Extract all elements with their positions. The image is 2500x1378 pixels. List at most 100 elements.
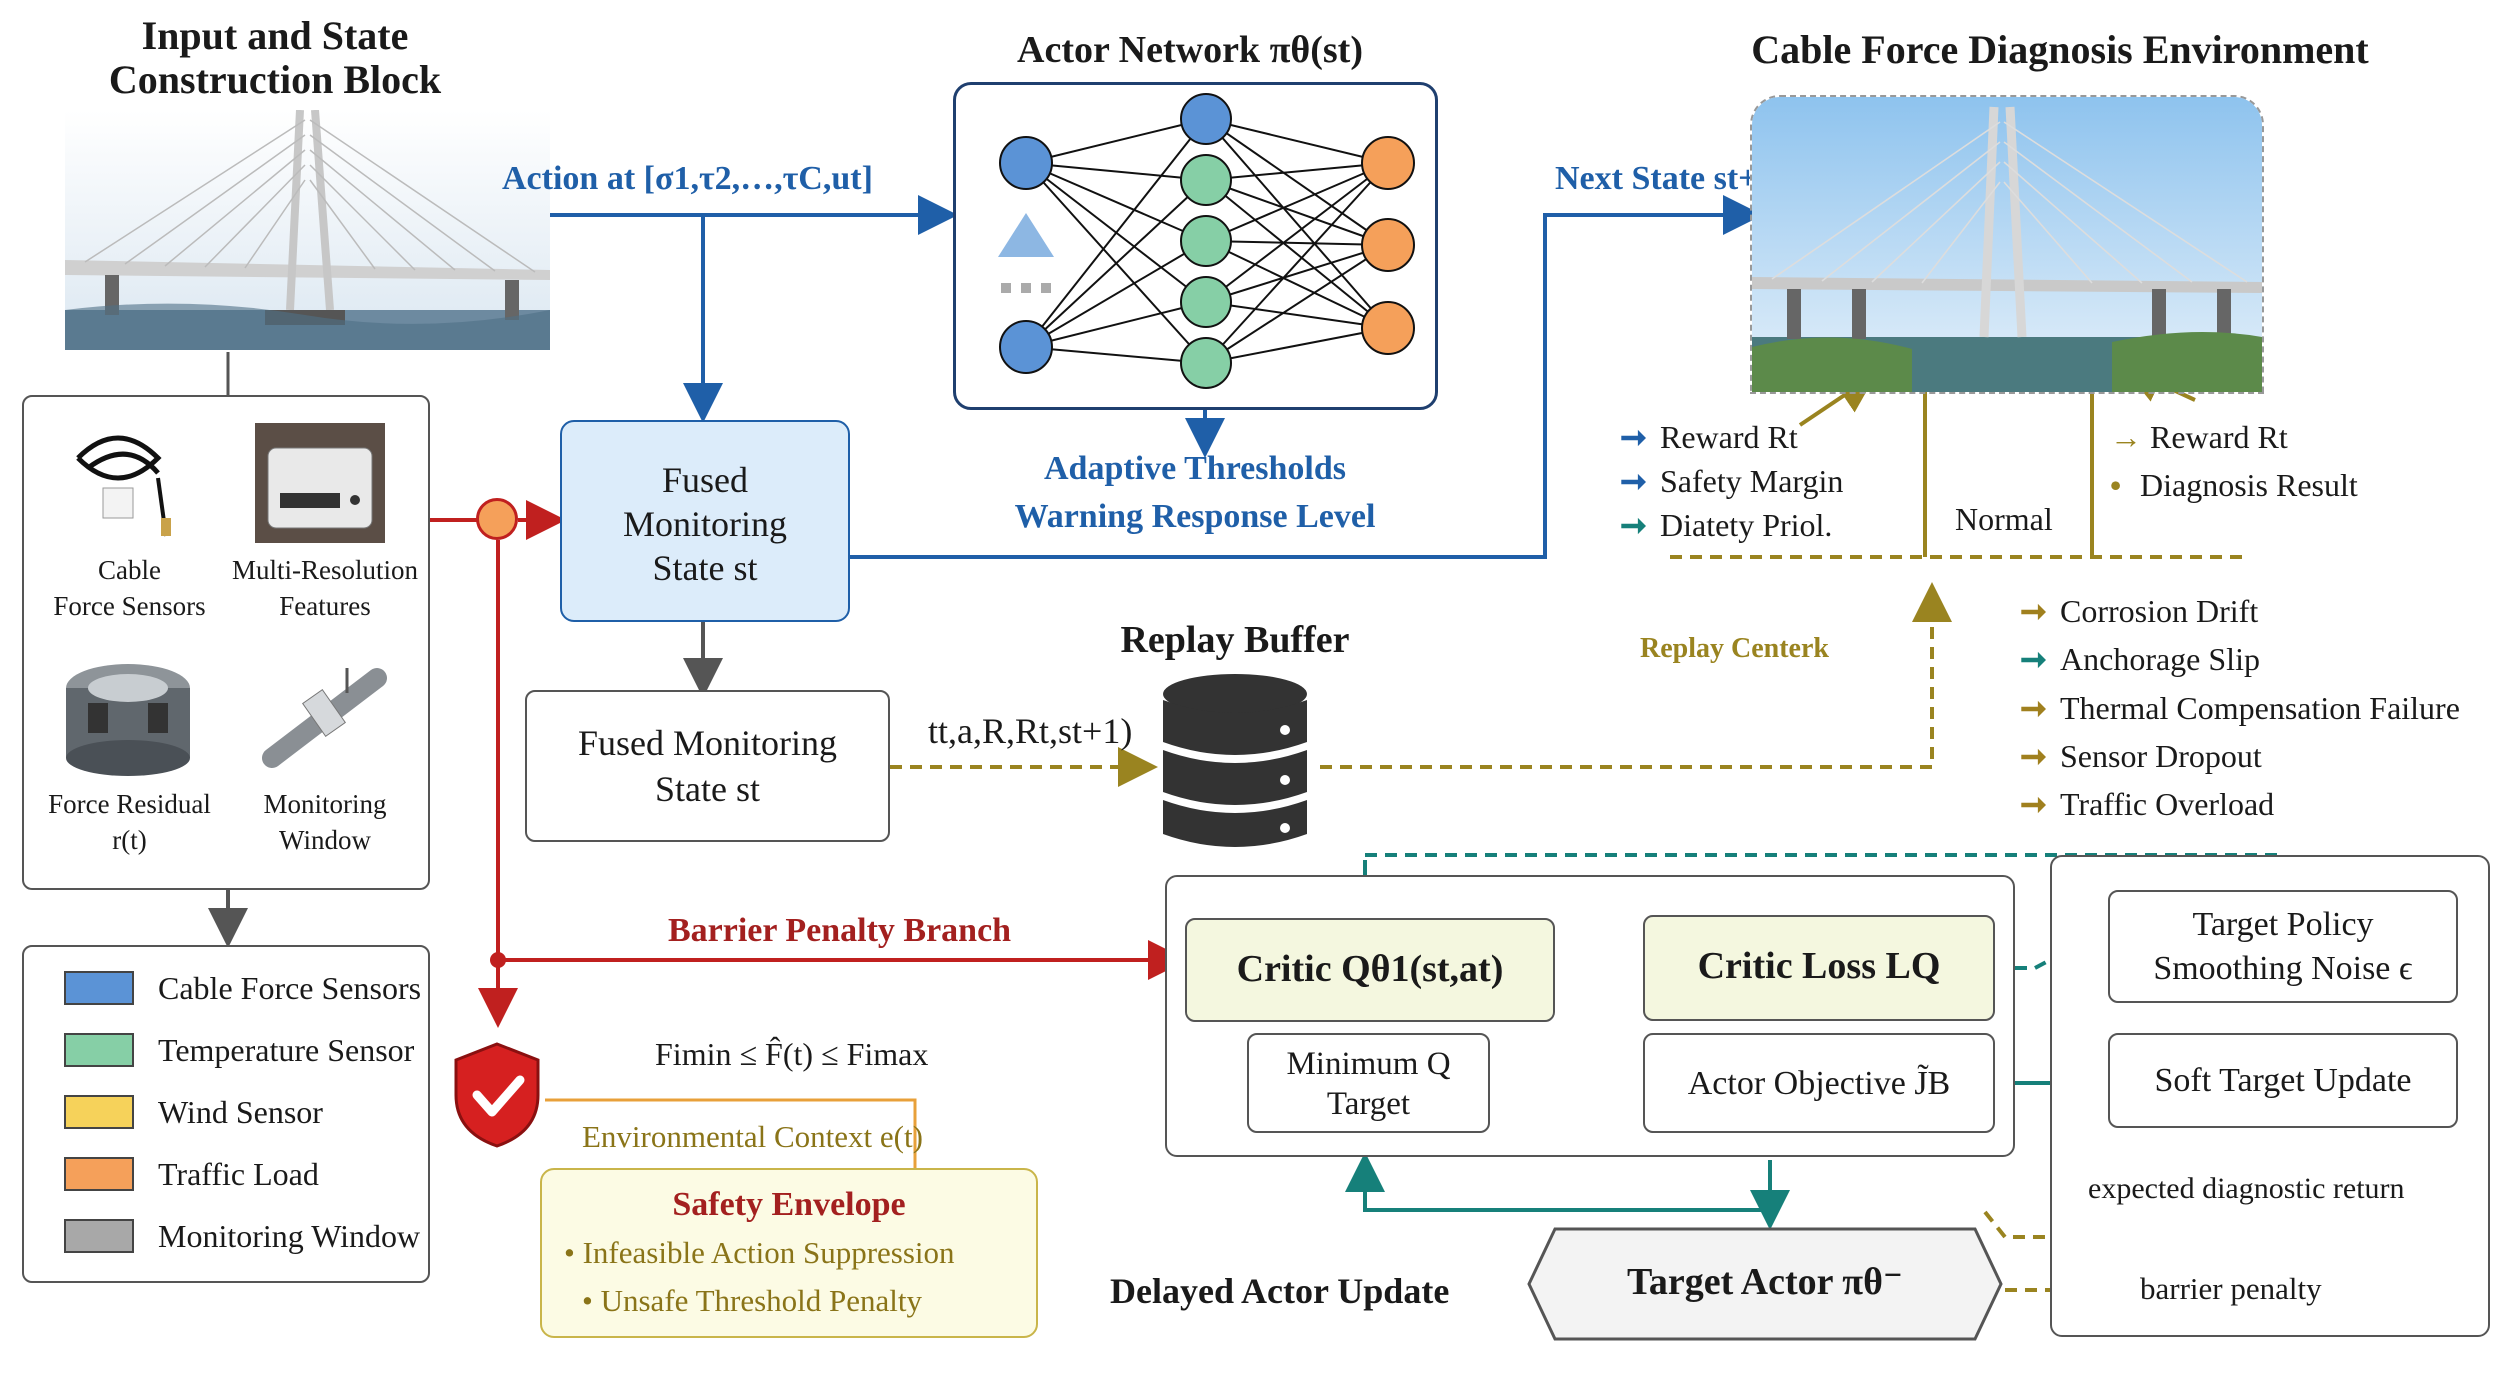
target-actor-shape <box>1527 1227 2003 1341</box>
bullet-icon: • <box>2110 467 2122 503</box>
fault-item: ➞ Traffic Overload <box>2020 785 2274 823</box>
force-residual-device-icon <box>58 648 198 778</box>
legend-label: Wind Sensor <box>158 1094 323 1130</box>
loss-to-noise-arrow <box>1995 932 2110 972</box>
barrier-branch-label: Barrier Penalty Branch <box>668 912 1012 949</box>
arrow-right-icon: ➞ <box>2020 786 2047 822</box>
arrow-right-icon: ➞ <box>1620 463 1647 499</box>
critic-box[interactable]: Critic Qθ1(st,at) <box>1185 918 1555 1022</box>
safety-envelope-item: • Infeasible Action Suppression <box>564 1234 955 1272</box>
bullet-icon: • <box>564 1235 583 1270</box>
actor-network-panel[interactable] <box>953 82 1438 410</box>
reward-left-item: ➞ Reward Rt <box>1620 418 1798 456</box>
reward-left-label: Safety Margin <box>1660 463 1844 499</box>
fused-state-box-2[interactable]: Fused Monitoring State st <box>525 690 890 842</box>
environment-title: Cable Force Diagnosis Environment <box>1751 27 2369 72</box>
safety-envelope-item: • Unsafe Threshold Penalty <box>582 1282 922 1320</box>
cable-force-sensor-icon <box>58 418 198 548</box>
legend-swatch <box>64 1033 134 1067</box>
fault-label: Traffic Overload <box>2060 786 2275 822</box>
min-q-target-label: Minimum Q Target <box>1286 1046 1451 1122</box>
critic-loss-box[interactable]: Critic Loss LQ <box>1643 915 1995 1021</box>
fused-state-box[interactable]: Fused Monitoring State st <box>560 420 850 622</box>
legend-label: Cable Force Sensors <box>158 970 422 1006</box>
sensor-label-cable: Cable Force Sensors <box>53 555 206 621</box>
target-actor-box[interactable]: Target Actor πθ⁻ <box>1525 1225 2005 1343</box>
reward-right-item: →Reward Rt <box>2110 418 2288 456</box>
target-policy-noise-box[interactable]: Target Policy Smoothing Noise ϵ <box>2108 890 2458 1003</box>
reward-right-label: Reward Rt <box>2150 419 2288 455</box>
fused-state-label-2: Fused Monitoring State st <box>577 723 837 809</box>
bullet-icon: • <box>582 1283 601 1318</box>
fault-label: Anchorage Slip <box>2060 641 2260 677</box>
arrow-right-icon: ➞ <box>2020 690 2047 726</box>
safety-item-label: Infeasible Action Suppression <box>582 1235 955 1270</box>
reward-left-label: Reward Rt <box>1660 419 1798 455</box>
legend-swatch <box>64 1157 134 1191</box>
fusion-junction-node <box>476 498 518 540</box>
fault-item: ➞ Anchorage Slip <box>2020 640 2260 678</box>
sensor-label-residual: Force Residual r(t) <box>48 789 211 855</box>
critic-label: Critic Qθ1(st,at) <box>1236 948 1504 990</box>
action-label: Action at [σ1,τ2,…,τC,ut] <box>502 160 873 197</box>
arrow-right-icon: ➞ <box>1620 419 1647 455</box>
legend-label: Monitoring Window <box>158 1218 421 1254</box>
actor-objective-label: Actor Objective J̃B <box>1687 1065 1951 1102</box>
replay-buffer-title: Replay Buffer <box>1120 619 1350 661</box>
legend-swatch <box>64 971 134 1005</box>
env-context-label: Environmental Context e(t) <box>582 1119 923 1154</box>
bridge-photo-left <box>65 110 550 350</box>
input-block-title: Input and State Construction Block <box>108 13 442 102</box>
actor-objective-box[interactable]: Actor Objective J̃B <box>1643 1033 1995 1133</box>
fault-label: Thermal Compensation Failure <box>2060 690 2460 726</box>
sensor-label-window: Monitoring Window <box>263 789 387 855</box>
arrow-right-icon: ➞ <box>2020 641 2047 677</box>
fault-item: ➞ Corrosion Drift <box>2020 592 2258 630</box>
legend-label: Traffic Load <box>158 1156 319 1192</box>
legend-swatch <box>64 1095 134 1129</box>
next-state-label: Next State st+1 <box>1555 160 1775 197</box>
min-q-target-box[interactable]: Minimum Q Target <box>1247 1033 1490 1133</box>
safety-item-label: Unsafe Threshold Penalty <box>600 1283 923 1318</box>
normal-label: Normal <box>1955 501 2053 537</box>
bridge-photo-environment <box>1750 95 2264 394</box>
safety-envelope-box[interactable]: Safety Envelope • Infeasible Action Supp… <box>540 1168 1038 1338</box>
delayed-actor-label: Delayed Actor Update <box>1110 1271 1450 1311</box>
fault-item: ➞ Sensor Dropout <box>2020 737 2262 775</box>
soft-target-update-box[interactable]: Soft Target Update <box>2108 1033 2458 1128</box>
actor-network-title: Actor Network πθ(st) <box>1017 29 1363 71</box>
critic-loss-label: Critic Loss LQ <box>1697 945 1941 987</box>
fault-label: Corrosion Drift <box>2060 593 2259 629</box>
barrier-penalty-label: barrier penalty <box>2140 1271 2322 1306</box>
buffer-to-env-arrow <box>1320 582 1952 769</box>
target-to-minq-arrow <box>1345 1152 1772 1225</box>
shield-to-envelope-line <box>545 1098 917 1168</box>
actor-network-graph <box>998 93 1415 389</box>
reward-left-item: ➞ Safety Margin <box>1620 462 1843 500</box>
replay-center-label: Replay Centerk <box>1640 633 1829 664</box>
soft-target-update-label: Soft Target Update <box>2154 1062 2412 1099</box>
arrow-right-icon: ➞ <box>1620 507 1647 543</box>
constraint-label: Fimin ≤ F̂(t) ≤ Fimax <box>655 1036 929 1072</box>
transition-label: tt,a,R,Rt,st+1) <box>928 711 1133 751</box>
reward-left-label: Diatety Priol. <box>1660 507 1833 543</box>
fused-state-label: Fused Monitoring State st <box>622 460 787 588</box>
next-state-arrow <box>850 195 1763 559</box>
reward-left-item: ➞ Diatety Priol. <box>1620 506 1832 544</box>
arrow-right-icon: → <box>2110 419 2142 455</box>
barrier-junction-dot <box>490 952 506 968</box>
reward-right-label: Diagnosis Result <box>2140 467 2358 503</box>
legend-swatch <box>64 1219 134 1253</box>
monitoring-window-device-icon <box>252 648 392 778</box>
multi-resolution-device-icon <box>250 418 390 548</box>
database-icon <box>1160 672 1310 854</box>
target-policy-noise-label: Target Policy Smoothing Noise ϵ <box>2153 906 2413 987</box>
target-actor-label: Target Actor πθ⁻ <box>1626 1261 1903 1303</box>
legend-label: Temperature Sensor <box>158 1032 415 1068</box>
reward-right-item: • Diagnosis Result <box>2110 466 2358 504</box>
arrow-right-icon: ➞ <box>2020 593 2047 629</box>
safety-envelope-title: Safety Envelope <box>672 1186 906 1223</box>
arrow-right-icon: ➞ <box>2020 738 2047 774</box>
expected-return-label: expected diagnostic return <box>2088 1172 2405 1205</box>
fault-label: Sensor Dropout <box>2060 738 2262 774</box>
